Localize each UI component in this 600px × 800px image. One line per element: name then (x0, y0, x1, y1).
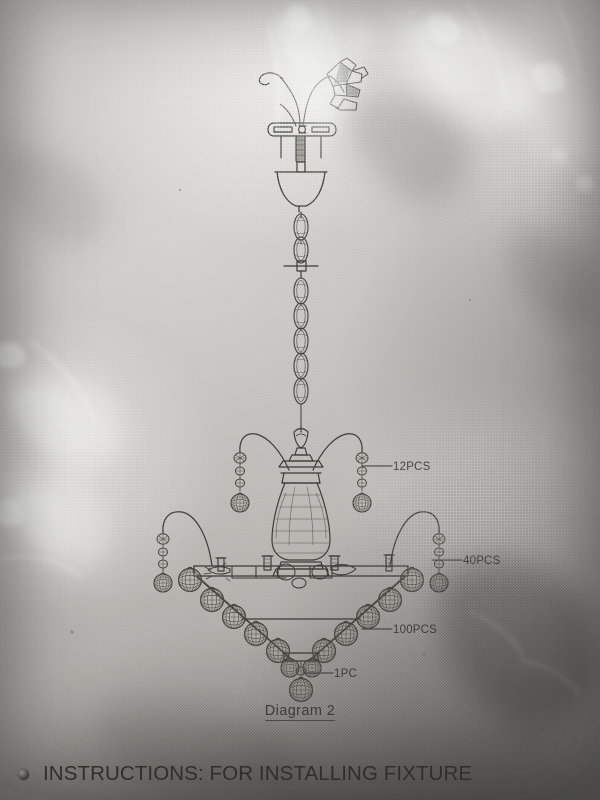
callout-label-100pcs: 100PCS (393, 624, 437, 636)
callout-label-12pcs: 12PCS (393, 461, 431, 473)
diagram-caption: Diagram 2 (0, 703, 600, 721)
instructions-footer: INSTRUCTIONS: FOR INSTALLING FIXTURE (18, 762, 472, 786)
diagram-caption-text: Diagram 2 (264, 703, 336, 721)
instructions-heading: INSTRUCTIONS: FOR INSTALLING FIXTURE (43, 762, 473, 785)
callout-label-40pcs: 40PCS (463, 555, 501, 567)
filled-circle-bullet-icon (18, 768, 29, 780)
callout-label-1pc: 1PC (334, 668, 357, 680)
